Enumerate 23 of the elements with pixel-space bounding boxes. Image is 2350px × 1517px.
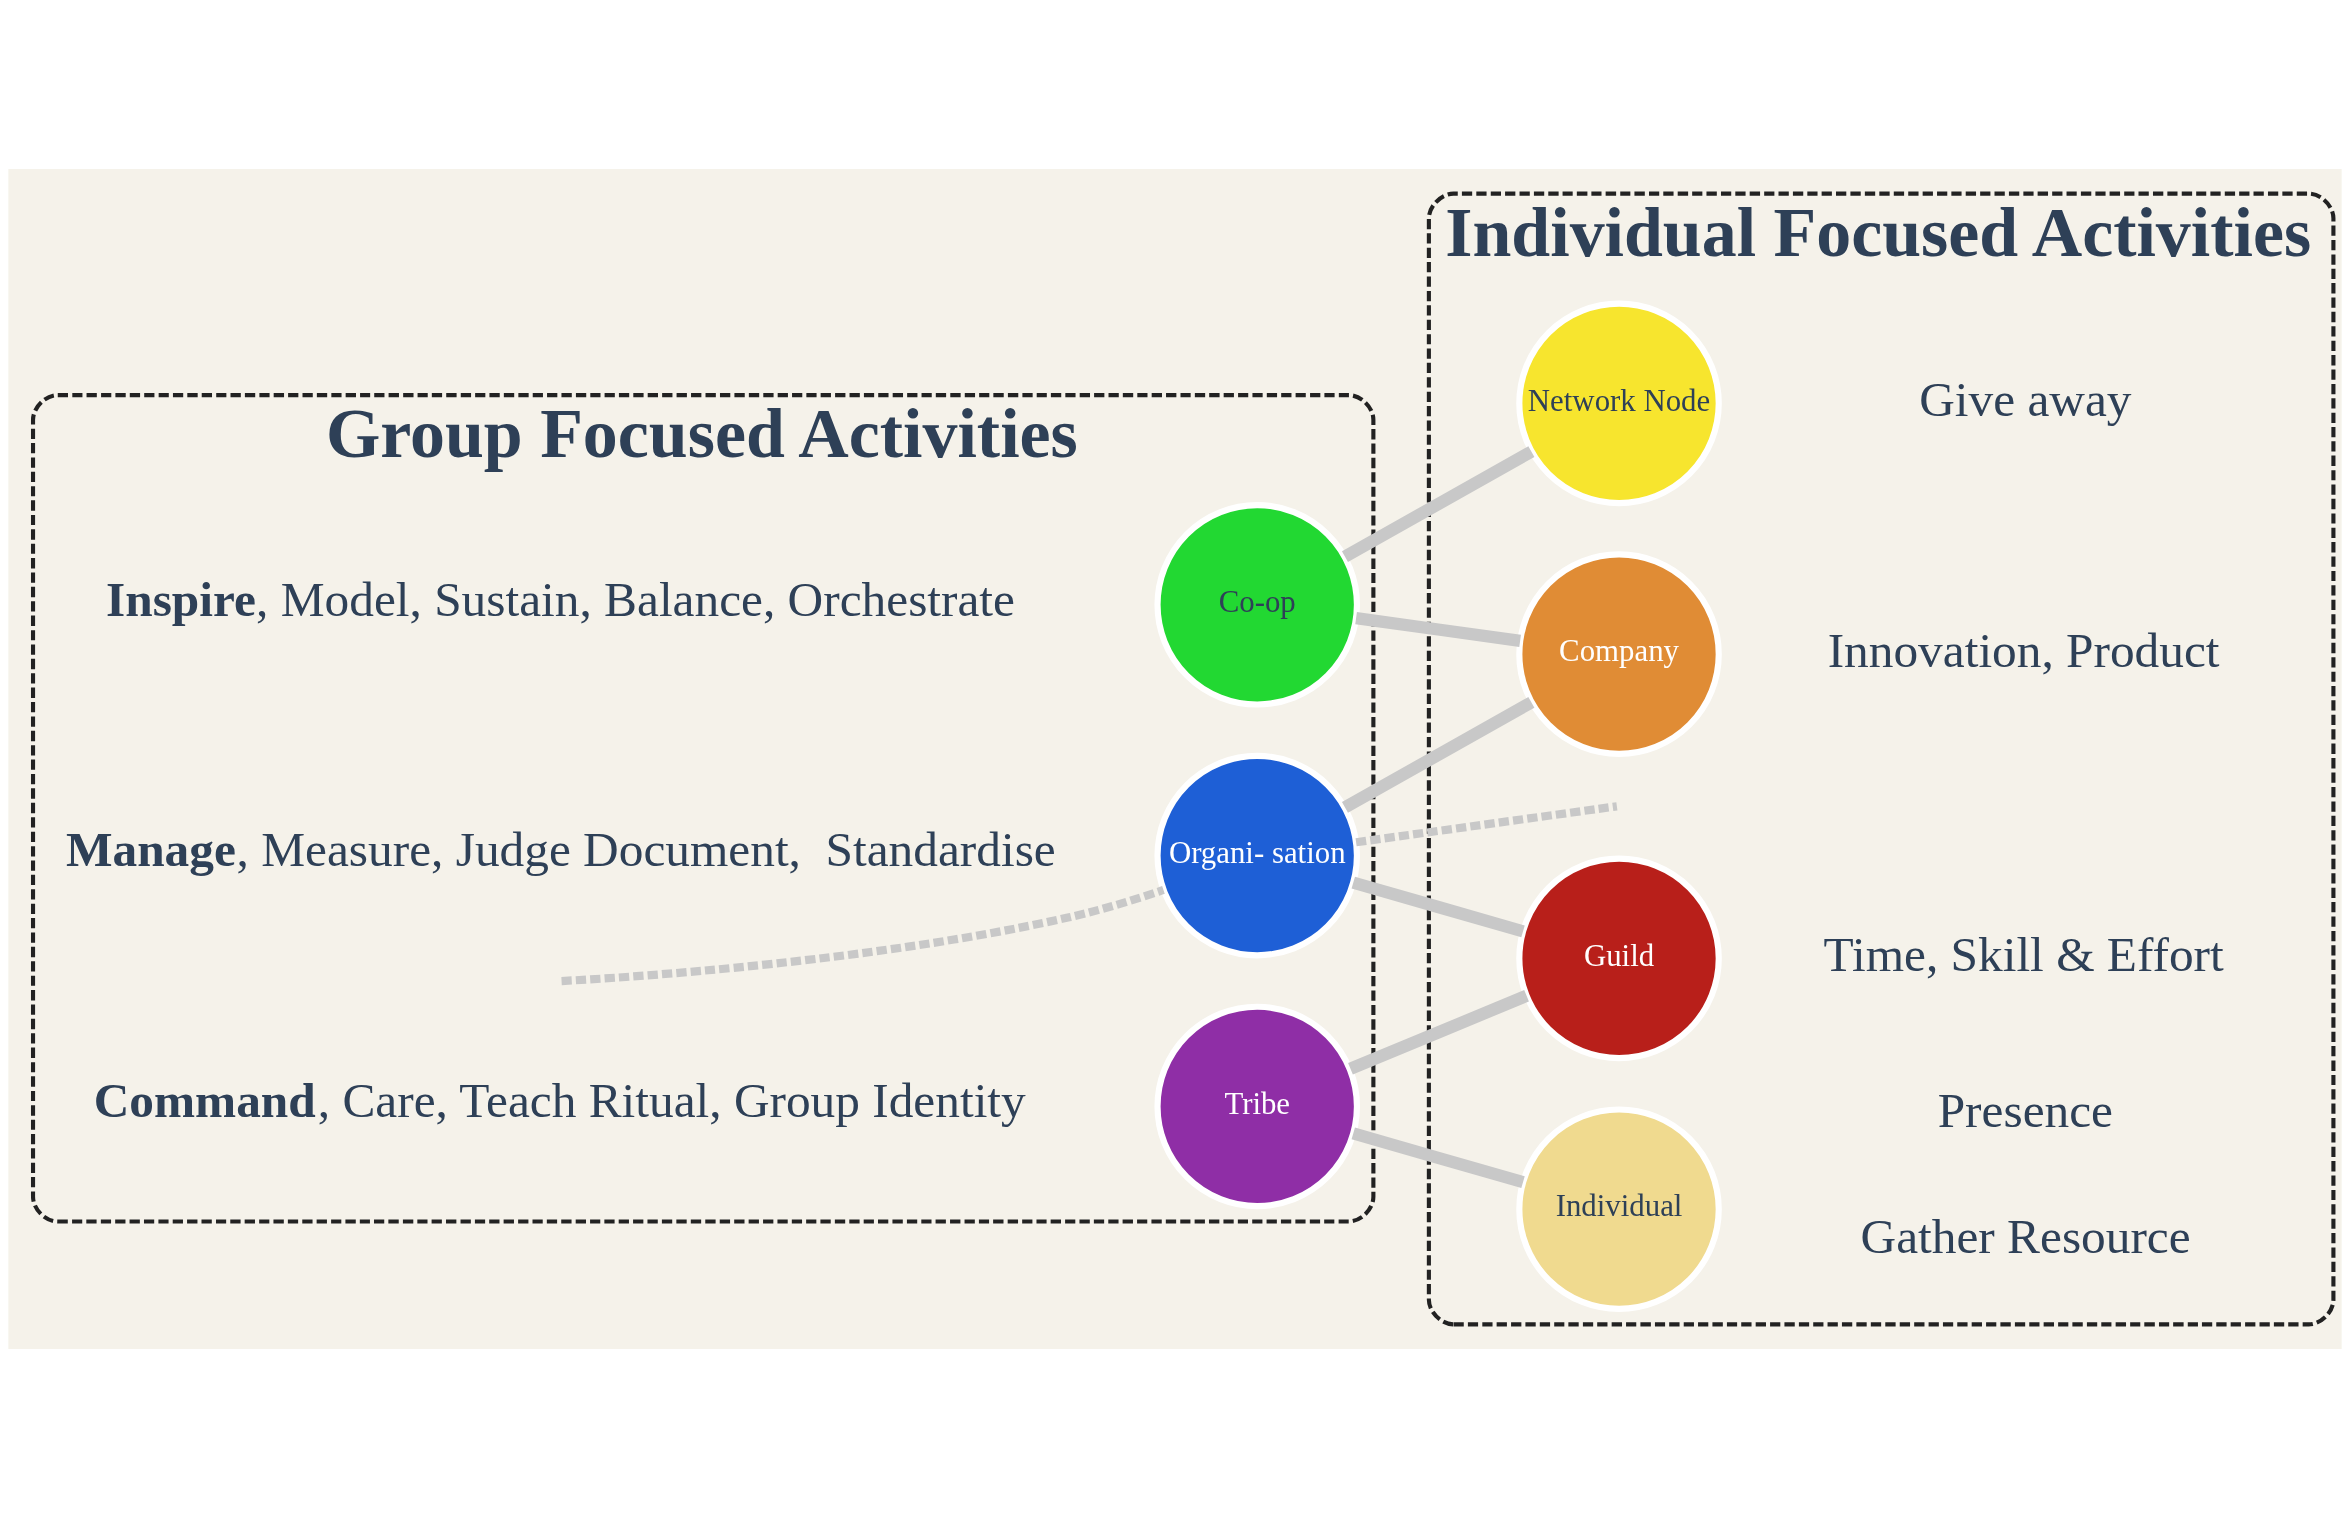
connector <box>1355 611 1521 647</box>
connector <box>1341 696 1535 813</box>
connector <box>1351 876 1525 937</box>
node-label: Time, Skill & Effort <box>1823 926 2224 982</box>
connector <box>1351 1127 1525 1188</box>
connector <box>1341 445 1535 562</box>
node-circle: Organi- sation <box>1154 752 1360 958</box>
connector <box>1355 801 1618 846</box>
node-label: Inspire, Model, Sustain, Balance, Orchestrate <box>106 571 1015 627</box>
node-label: Command, Care, Teach Ritual, Group Identity <box>93 1072 1026 1128</box>
node-label: Presence <box>1937 1082 2113 1138</box>
connector <box>561 885 1165 985</box>
node-circle: Guild <box>1516 855 1722 1061</box>
node-label: Manage, Measure, Judge Document, Standardise <box>65 821 1056 877</box>
node-circle: Tribe <box>1154 1003 1360 1209</box>
node-label: Innovation, Product <box>1827 622 2220 678</box>
node-label: Gather Resource <box>1860 1208 2191 1264</box>
node-circle: Individual <box>1516 1105 1722 1312</box>
connector <box>1348 989 1529 1074</box>
node-circle: Network Node <box>1516 300 1722 506</box>
node-circle: Co-op <box>1154 501 1360 708</box>
node-circle: Company <box>1516 550 1722 757</box>
node-label: Give away <box>1919 371 2132 427</box>
